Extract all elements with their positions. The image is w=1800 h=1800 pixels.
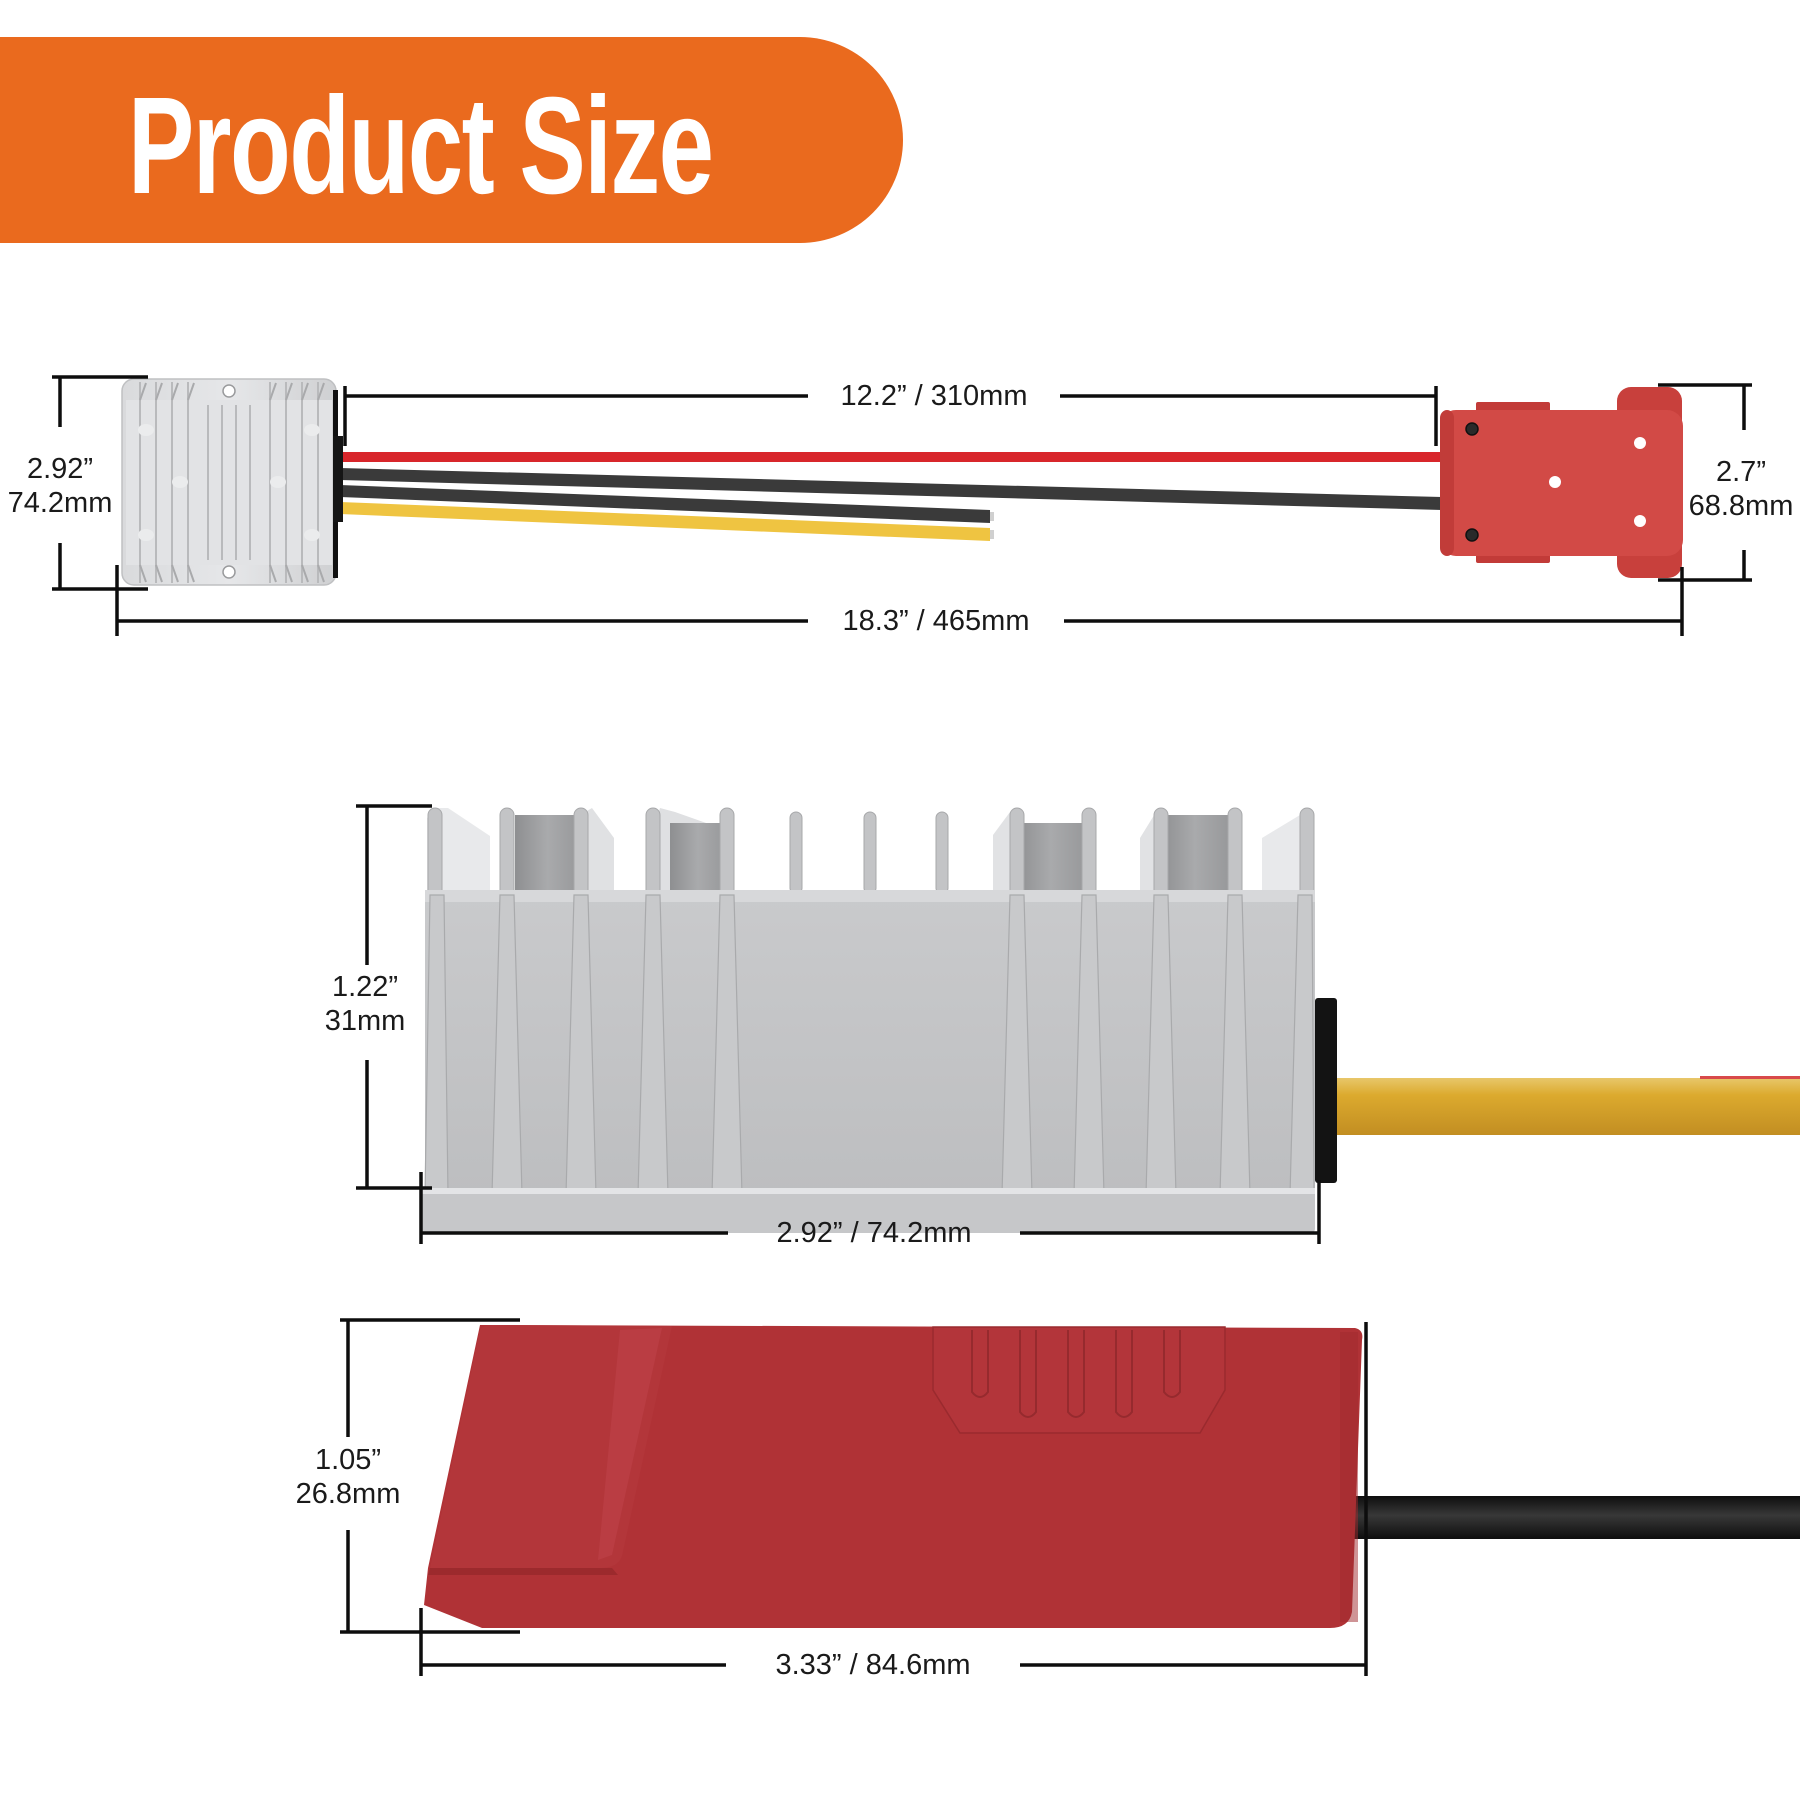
converter-height-inch: 2.92” (26, 453, 94, 485)
wires (340, 452, 1442, 541)
black-cable (1346, 1496, 1800, 1539)
mounting-hole-icon (1549, 476, 1561, 488)
mounting-hole-icon (1634, 515, 1646, 527)
total-length-label: 18.3” / 465mm (842, 605, 1030, 637)
cable-length-label: 12.2” / 310mm (840, 380, 1028, 412)
adapter-side-height-inch: 1.05” (314, 1444, 382, 1476)
converter-side-height-mm: 31mm (324, 1005, 406, 1037)
dimension-lines-adapter (340, 1318, 1368, 1676)
adapter-side-height-label: 1.05” 26.8mm (282, 1443, 414, 1511)
converter-side-width-label: 2.92” / 74.2mm (776, 1217, 972, 1249)
mounting-hole-icon (222, 565, 236, 579)
screw-icon (1465, 528, 1479, 542)
black-wire-long (340, 468, 1442, 510)
converter-height-label: 2.92” 74.2mm (0, 452, 120, 520)
black-wire-short (340, 485, 990, 523)
adapter-side-view (424, 1325, 1800, 1628)
screw-icon (1465, 422, 1479, 436)
converter-height-mm: 74.2mm (7, 487, 113, 519)
mounting-hole-icon (1634, 437, 1646, 449)
adapter-side-width-label: 3.33” / 84.6mm (775, 1649, 971, 1681)
converter-side-view (422, 807, 1800, 1233)
adapter-side-height-mm: 26.8mm (295, 1478, 401, 1510)
adapter-height-mm: 68.8mm (1688, 490, 1794, 522)
mounting-hole-icon (222, 384, 236, 398)
yellow-cable (1336, 1078, 1800, 1135)
title-banner: Product Size (0, 37, 903, 243)
yellow-wire (340, 502, 990, 541)
dimension-lines-converter (356, 804, 1321, 1244)
dimension-lines-top (52, 375, 1752, 636)
red-wire (340, 452, 1442, 462)
converter-side-height-label: 1.22” 31mm (305, 970, 425, 1038)
converter-top-view (121, 378, 343, 586)
converter-side-height-inch: 1.22” (331, 971, 399, 1003)
adapter-height-label: 2.7” 68.8mm (1682, 455, 1800, 523)
adapter-height-inch: 2.7” (1716, 456, 1766, 488)
adapter-top-view (1440, 387, 1683, 578)
page-title: Product Size (128, 69, 714, 223)
